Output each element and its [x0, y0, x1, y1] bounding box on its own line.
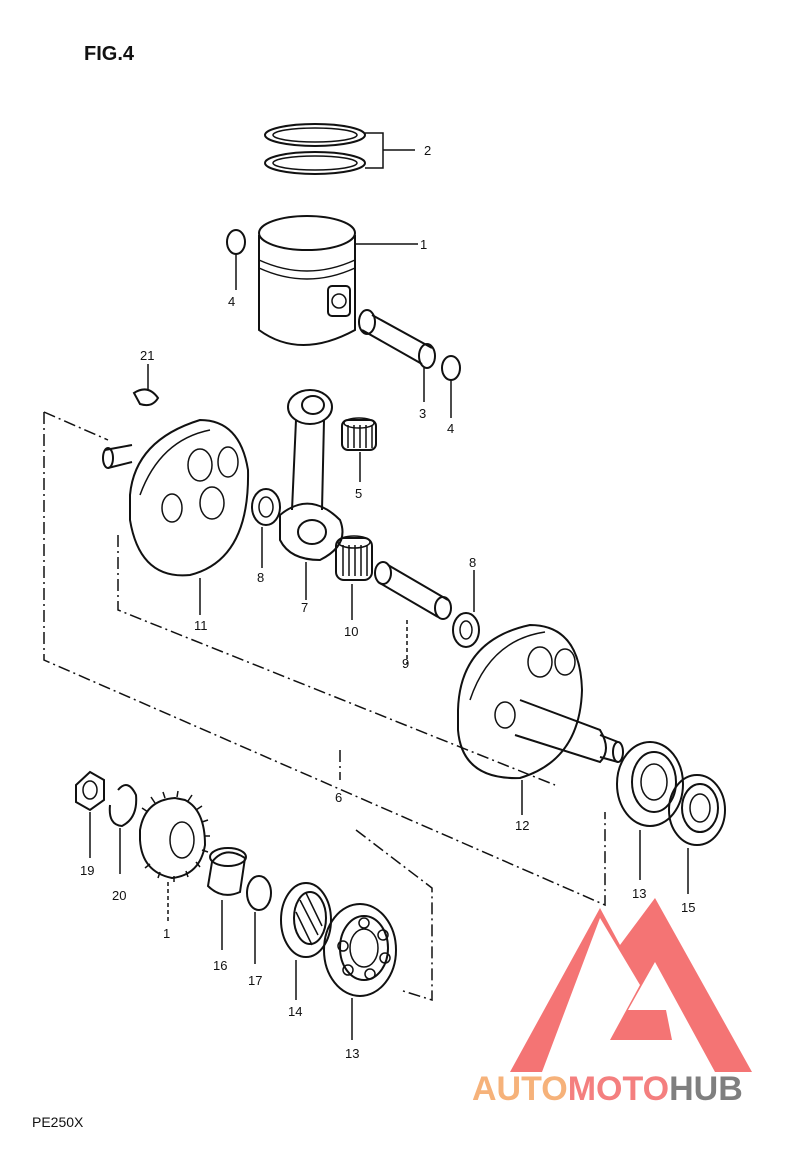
watermark-hub: HUB: [669, 1070, 743, 1108]
thrust-washer-right: [452, 570, 480, 648]
watermark-moto: MOTO: [568, 1070, 669, 1108]
callout-4-right: 4: [447, 421, 454, 436]
piston-rings: [264, 123, 415, 175]
callout-9: 9: [402, 656, 409, 671]
lock-washer: [108, 784, 138, 874]
circlip-right: [441, 355, 461, 418]
callout-4-left: 4: [228, 294, 235, 309]
callout-14: 14: [288, 1004, 302, 1019]
bearing-assembly-bracket: [355, 829, 433, 1002]
callout-8-left: 8: [257, 570, 264, 585]
big-end-bearing: [335, 535, 373, 620]
callout-13-left: 13: [345, 1046, 359, 1061]
callout-13-right: 13: [632, 886, 646, 901]
callout-11: 11: [194, 618, 208, 633]
piston: [258, 215, 418, 346]
callout-16: 16: [213, 958, 227, 973]
woodruff-key: [132, 364, 160, 407]
watermark-auto: AUTO: [472, 1070, 568, 1108]
callout-21: 21: [140, 348, 154, 363]
main-bearing-left: [323, 903, 397, 1040]
main-bearing-left-inner: [280, 882, 332, 1000]
callout-10: 10: [344, 624, 358, 639]
figure-title: FIG.4: [84, 43, 135, 65]
callout-8-right: 8: [469, 555, 476, 570]
crank-nut: [75, 770, 105, 858]
main-bearing-right: [616, 741, 684, 880]
automotohub-logo: [510, 898, 752, 1072]
left-crank-half: [102, 418, 250, 615]
thrust-washer-left: [251, 488, 281, 568]
piston-pin: [358, 309, 436, 402]
small-end-bearing: [341, 417, 377, 482]
callout-7: 7: [301, 600, 308, 615]
callout-3: 3: [419, 406, 426, 421]
spacer-circlip: [246, 875, 272, 964]
callout-19: 19: [80, 863, 94, 878]
spacer: [206, 847, 247, 950]
callout-5: 5: [355, 486, 362, 501]
crank-pin: [374, 561, 452, 664]
primary-gear: [139, 790, 210, 922]
callout-1-lower: 1: [163, 926, 170, 941]
callout-1: 1: [420, 237, 427, 252]
callout-20: 20: [112, 888, 126, 903]
watermark-wordmark: AUTOMOTOHUB: [472, 1070, 743, 1108]
crankshaft-assembly-bracket: [43, 411, 606, 907]
right-crank-half: [457, 623, 624, 815]
model-code: PE250X: [32, 1114, 84, 1130]
callout-15: 15: [681, 900, 695, 915]
callout-6: 6: [335, 790, 342, 805]
callout-17: 17: [248, 973, 262, 988]
callout-12: 12: [515, 818, 529, 833]
connecting-rod: [279, 389, 344, 600]
callout-2: 2: [424, 143, 431, 158]
oil-seal: [668, 774, 726, 894]
circlip-left: [226, 229, 246, 290]
